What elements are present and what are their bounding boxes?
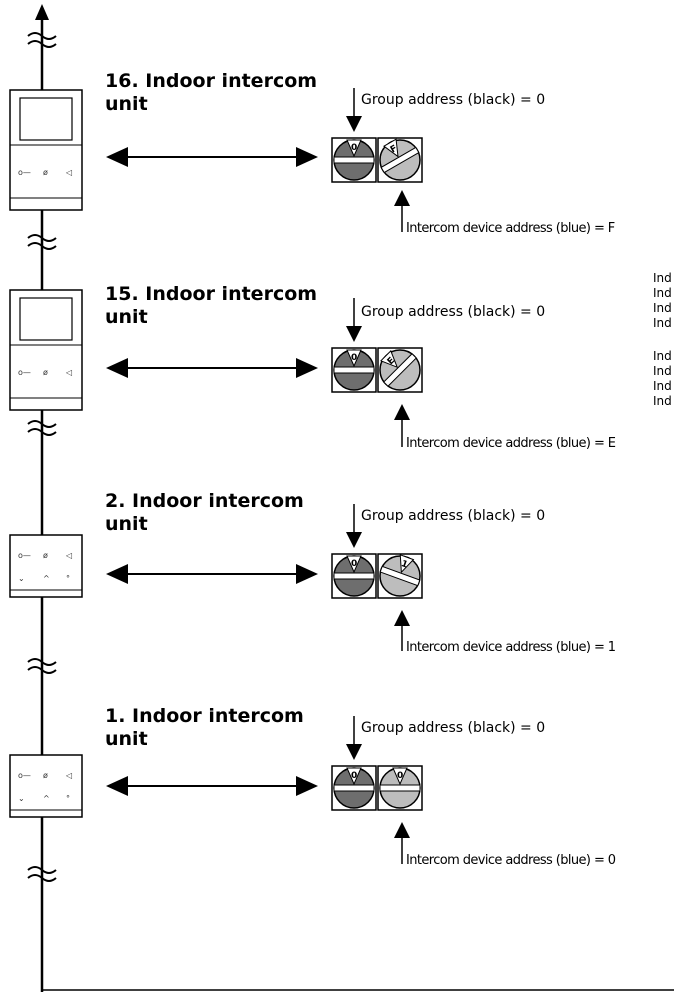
svg-text:Ind: Ind bbox=[653, 394, 672, 408]
unit-title-cont: unit bbox=[105, 513, 148, 535]
svg-text:Ind: Ind bbox=[653, 349, 672, 363]
svg-text:Ind: Ind bbox=[653, 301, 672, 315]
double-arrow-icon bbox=[106, 147, 318, 167]
unit-title: 16. Indoor intercom bbox=[105, 70, 317, 92]
video-indoor-unit-icon: o— ø ◁ bbox=[9, 89, 83, 211]
svg-text:F: F bbox=[389, 144, 399, 156]
svg-text:0: 0 bbox=[351, 143, 357, 153]
speaker-icon: ◁ bbox=[65, 771, 72, 780]
double-arrow-icon bbox=[106, 776, 318, 796]
speaker-icon: ◁ bbox=[65, 368, 72, 377]
svg-text:0: 0 bbox=[351, 559, 357, 569]
key-icon: o— bbox=[18, 168, 31, 177]
double-arrow-icon bbox=[106, 564, 318, 584]
up-icon: ^ bbox=[43, 794, 50, 803]
break-mark-icon bbox=[27, 658, 57, 674]
video-indoor-unit-icon: o— ø ◁ bbox=[9, 289, 83, 411]
svg-text:Ind: Ind bbox=[653, 379, 672, 393]
device-address-label: Intercom device address (blue) = E bbox=[406, 436, 616, 451]
group-address-label: Group address (black) = 0 bbox=[361, 508, 545, 524]
group-address-dial: 0 bbox=[331, 553, 377, 599]
break-mark-icon bbox=[27, 234, 57, 250]
svg-text:1: 1 bbox=[400, 559, 409, 571]
audio-indoor-unit-icon: o— ø ◁ ⌄ ^ ° bbox=[9, 534, 83, 598]
svg-text:0: 0 bbox=[351, 353, 357, 363]
down-arrow-icon bbox=[346, 116, 362, 132]
device-address-label: Intercom device address (blue) = F bbox=[406, 221, 615, 236]
speaker-icon: ◁ bbox=[65, 551, 72, 560]
down-arrow-icon bbox=[346, 532, 362, 548]
down-icon: ⌄ bbox=[18, 794, 25, 803]
device-address-dial: F bbox=[377, 137, 423, 183]
up-icon: ^ bbox=[43, 574, 50, 583]
up-arrow-icon bbox=[394, 822, 410, 838]
device-address-dial: E bbox=[377, 347, 423, 393]
unit-title-cont: unit bbox=[105, 728, 148, 750]
unit-title: 2. Indoor intercom bbox=[105, 490, 304, 512]
dot-icon: ° bbox=[66, 794, 70, 803]
svg-text:Ind: Ind bbox=[653, 316, 672, 330]
mute-icon: ø bbox=[43, 168, 48, 177]
break-mark-icon bbox=[27, 866, 57, 882]
unit-16-group: o— ø ◁ 16. Indoor intercom unit Group ad… bbox=[9, 70, 615, 236]
svg-text:E: E bbox=[386, 356, 397, 367]
up-arrow-icon bbox=[394, 190, 410, 206]
up-arrow-icon bbox=[394, 610, 410, 626]
group-address-dial: 0 bbox=[331, 347, 377, 393]
unit-1-group: o— ø ◁ ⌄ ^ ° 1. Indoor intercom unit Gro… bbox=[9, 705, 616, 868]
group-address-dial: 0 bbox=[331, 137, 377, 183]
group-address-dial: 0 bbox=[331, 765, 377, 811]
break-mark-icon bbox=[27, 420, 57, 436]
key-icon: o— bbox=[18, 551, 31, 560]
dot-icon: ° bbox=[66, 574, 70, 583]
key-icon: o— bbox=[18, 771, 31, 780]
down-arrow-icon bbox=[346, 744, 362, 760]
unit-title-cont: unit bbox=[105, 306, 148, 328]
speaker-icon: ◁ bbox=[65, 168, 72, 177]
device-address-dial: 0 bbox=[377, 765, 423, 811]
group-address-label: Group address (black) = 0 bbox=[361, 720, 545, 736]
group-address-label: Group address (black) = 0 bbox=[361, 304, 545, 320]
device-address-label: Intercom device address (blue) = 0 bbox=[406, 853, 616, 868]
mute-icon: ø bbox=[43, 368, 48, 377]
group-address-label: Group address (black) = 0 bbox=[361, 92, 545, 108]
unit-2-group: o— ø ◁ ⌄ ^ ° 2. Indoor intercom unit Gro… bbox=[9, 490, 616, 655]
device-address-dial: 1 bbox=[377, 553, 423, 599]
up-arrow-icon bbox=[394, 404, 410, 420]
down-icon: ⌄ bbox=[18, 574, 25, 583]
device-address-label: Intercom device address (blue) = 1 bbox=[406, 640, 616, 655]
down-arrow-icon bbox=[346, 326, 362, 342]
unit-title-cont: unit bbox=[105, 93, 148, 115]
svg-text:0: 0 bbox=[397, 771, 403, 781]
side-text-column: Ind Ind Ind Ind Ind Ind Ind Ind bbox=[653, 271, 672, 408]
svg-text:Ind: Ind bbox=[653, 286, 672, 300]
break-mark-icon bbox=[27, 32, 57, 48]
audio-indoor-unit-icon: o— ø ◁ ⌄ ^ ° bbox=[9, 754, 83, 818]
svg-text:0: 0 bbox=[351, 771, 357, 781]
svg-text:Ind: Ind bbox=[653, 271, 672, 285]
bus-top-arrow-icon bbox=[35, 4, 49, 20]
key-icon: o— bbox=[18, 368, 31, 377]
mute-icon: ø bbox=[43, 771, 48, 780]
svg-text:Ind: Ind bbox=[653, 364, 672, 378]
mute-icon: ø bbox=[43, 551, 48, 560]
unit-title: 1. Indoor intercom bbox=[105, 705, 304, 727]
unit-15-group: o— ø ◁ 15. Indoor intercom unit Group ad… bbox=[9, 283, 616, 451]
double-arrow-icon bbox=[106, 358, 318, 378]
unit-title: 15. Indoor intercom bbox=[105, 283, 317, 305]
